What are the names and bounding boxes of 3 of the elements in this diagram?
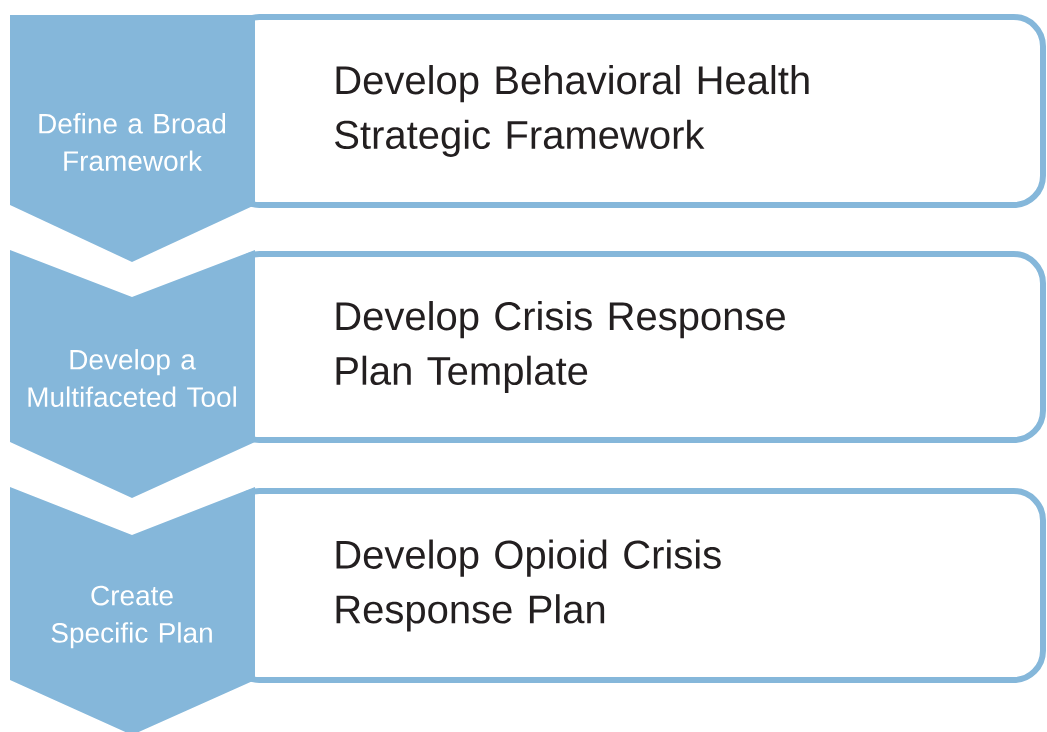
chevron-step: Define a Broad Framework [10,15,255,262]
chevron-step: Develop a Multifaceted Tool [10,250,255,498]
chevron-step: Create Specific Plan [10,487,255,732]
